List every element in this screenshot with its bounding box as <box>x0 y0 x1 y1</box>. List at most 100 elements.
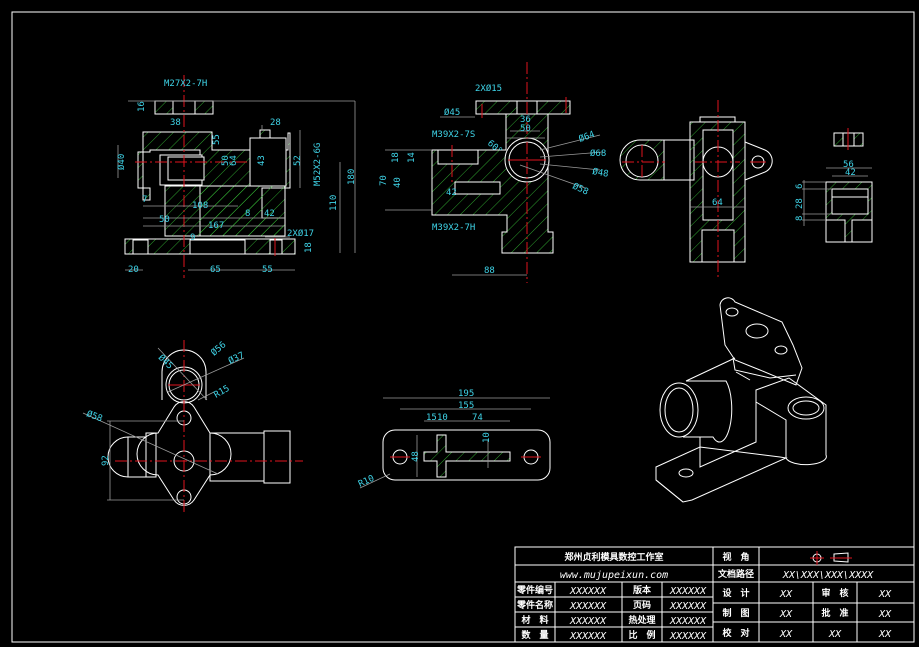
dim-43: 43 <box>257 155 267 166</box>
dim-108: 108 <box>192 201 208 211</box>
side-section-view: 2XØ15 Ø45 M39X2-7S 60° 36 50 Ø64 Ø68 Ø48… <box>379 62 609 283</box>
right-section-view: 64 <box>619 100 773 280</box>
label-view-angle: 视 角 <box>722 551 749 563</box>
label-scale: 比 例 <box>628 629 655 641</box>
dim-40: 40 <box>393 177 403 188</box>
dim-55-horiz: 55 <box>262 265 273 275</box>
value-extra-2: XX <box>878 629 892 640</box>
dim-155: 155 <box>458 401 474 411</box>
dim-50-horiz: 50 <box>159 215 170 225</box>
value-part-name: XXXXXX <box>569 601 607 612</box>
dim-180: 180 <box>347 169 357 185</box>
value-heat-treatment: XXXXXX <box>669 616 707 627</box>
label-material: 材 料 <box>520 614 548 626</box>
label-file-path: 文档路径 <box>717 568 754 580</box>
dim-48: 48 <box>411 451 421 462</box>
dim-110: 110 <box>329 195 339 211</box>
dim-dia58: Ø58 <box>571 181 590 198</box>
value-file-path: XX\XXX\XXX\XXXX <box>782 570 874 581</box>
dim-14: 14 <box>407 152 417 163</box>
front-section-view: M27X2-7H 16 38 55 Ø40 50 64 43 28 52 M52… <box>116 75 357 278</box>
dim-6: 6 <box>795 184 805 189</box>
label-quantity: 数 量 <box>521 629 548 641</box>
dim-28: 28 <box>795 198 805 209</box>
dim-70: 70 <box>379 175 389 186</box>
label-version: 版本 <box>632 584 652 596</box>
dim-8: 8 <box>245 209 250 219</box>
dim-dia58: Ø58 <box>85 408 104 424</box>
dim-50: 50 <box>520 124 531 134</box>
small-detail-view: 56 42 6 28 8 <box>795 128 873 243</box>
studio-name: 郑州贞利模具数控工作室 <box>564 551 663 563</box>
dim-dia48: Ø48 <box>591 166 609 180</box>
dim-36: 36 <box>520 115 531 125</box>
label-approval: 批 准 <box>821 607 848 619</box>
label-page: 页码 <box>633 600 651 611</box>
value-proofread: XX <box>779 629 793 640</box>
value-scale: XXXXXX <box>669 631 707 642</box>
label-heat-treatment: 热处理 <box>628 614 655 626</box>
value-approval: XX <box>878 609 892 620</box>
dim-2x-dia15: 2XØ15 <box>475 83 502 94</box>
dim-dia56: Ø56 <box>209 339 229 358</box>
dim-7: 7 <box>142 195 147 205</box>
value-extra: XX <box>828 629 842 640</box>
dim-92: 92 <box>101 455 111 466</box>
dim-dia64: Ø64 <box>577 129 596 145</box>
dim-167: 167 <box>208 221 224 231</box>
value-part-number: XXXXXX <box>569 586 607 597</box>
dim-r10: R10 <box>357 474 376 490</box>
dim-8: 8 <box>795 216 805 221</box>
label-part-number: 零件编号 <box>516 584 553 596</box>
dim-88: 88 <box>484 266 495 276</box>
dim-10-top: 10 <box>437 413 448 423</box>
dim-dia37: Ø37 <box>227 350 246 367</box>
dim-64: 64 <box>229 155 239 166</box>
dim-thread-top: M27X2-7H <box>164 79 207 89</box>
value-version: XXXXXX <box>669 586 707 597</box>
dim-52: 52 <box>293 155 303 166</box>
dim-42: 42 <box>845 168 856 178</box>
dim-74: 74 <box>472 413 483 423</box>
dim-10-vert: 10 <box>482 432 492 443</box>
label-design: 设 计 <box>722 587 749 599</box>
value-review: XX <box>878 589 892 600</box>
dim-55-vert: 55 <box>212 134 222 145</box>
isometric-view <box>655 297 827 503</box>
dim-9: 9 <box>190 233 195 243</box>
dim-64: 64 <box>712 198 723 208</box>
value-drafting: XX <box>779 609 793 620</box>
base-view: 195 155 15 10 74 10 48 R10 <box>357 389 551 490</box>
dim-16: 16 <box>137 101 147 112</box>
value-quantity: XXXXXX <box>569 631 607 642</box>
dim-38: 38 <box>170 118 181 128</box>
dim-20: 20 <box>128 265 139 275</box>
dim-thread-side: M52X2-6G <box>313 143 323 186</box>
dim-42: 42 <box>446 188 457 198</box>
dim-50-vert: 50 <box>221 155 231 166</box>
dim-18: 18 <box>391 152 401 163</box>
dim-dia45: Ø45 <box>156 352 175 371</box>
top-view: Ø45 Ø56 Ø37 R15 Ø58 92 <box>82 339 303 515</box>
dim-dia40: Ø40 <box>116 154 127 170</box>
title-block: 郑州贞利模具数控工作室 www.mujupeixun.com 零件编号 XXXX… <box>514 546 915 643</box>
label-drafting: 制 图 <box>722 607 749 619</box>
dim-18: 18 <box>304 242 314 253</box>
dim-2x-dia17: 2XØ17 <box>287 228 314 239</box>
label-review: 审 核 <box>821 587 848 599</box>
dim-dia68: Ø68 <box>590 148 606 159</box>
dim-thread-m39-7h: M39X2-7H <box>432 223 475 233</box>
dim-28: 28 <box>270 118 281 128</box>
dim-dia45: Ø45 <box>444 107 460 118</box>
value-design: XX <box>779 589 793 600</box>
dim-56: 56 <box>843 160 854 170</box>
dim-r15: R15 <box>213 384 232 401</box>
value-page: XXXXXX <box>669 601 707 612</box>
label-part-name: 零件名称 <box>516 599 553 611</box>
value-material: XXXXXX <box>569 616 607 627</box>
dim-thread-m39-7s: M39X2-7S <box>432 130 475 140</box>
dim-15: 15 <box>426 413 437 423</box>
studio-url: www.mujupeixun.com <box>560 570 668 581</box>
dim-195: 195 <box>458 389 474 399</box>
